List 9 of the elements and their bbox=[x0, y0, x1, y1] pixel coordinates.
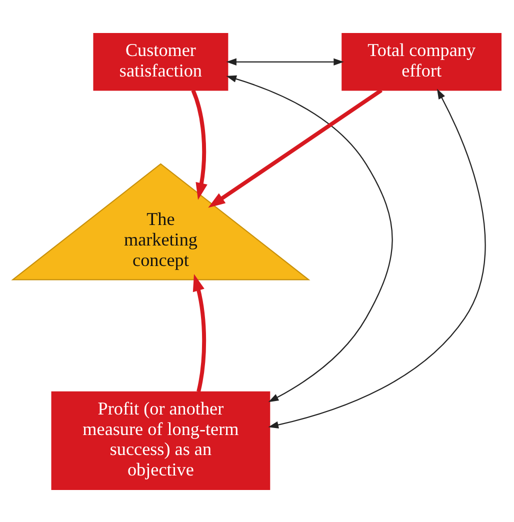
node-box: Profit (or another measure of long-term success) as an objective bbox=[51, 390, 270, 490]
arrow bbox=[226, 74, 393, 402]
arrow bbox=[191, 89, 208, 200]
arrow bbox=[192, 274, 206, 392]
node-box: Total company effort bbox=[342, 32, 502, 90]
arrow bbox=[226, 58, 344, 65]
arrow bbox=[208, 88, 382, 208]
arrow bbox=[268, 88, 486, 428]
node-box: Customer satisfaction bbox=[93, 32, 228, 90]
